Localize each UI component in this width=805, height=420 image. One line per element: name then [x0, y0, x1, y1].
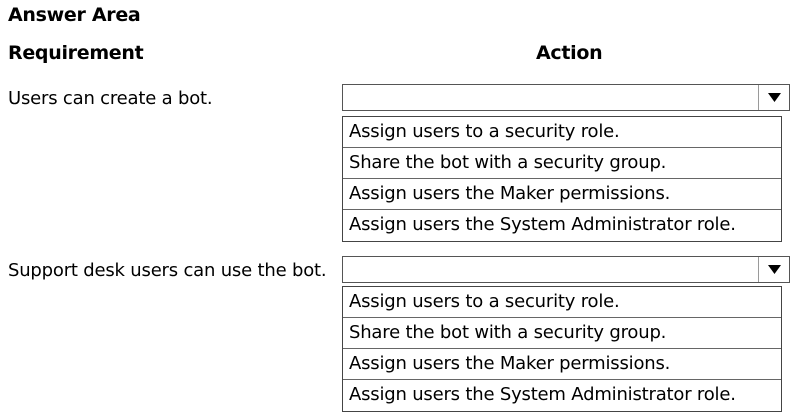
- action-option[interactable]: Assign users the System Administrator ro…: [349, 214, 736, 235]
- action-option[interactable]: Share the bot with a security group.: [343, 148, 781, 179]
- requirement-column-header: Requirement: [8, 42, 144, 64]
- chevron-down-icon: [767, 93, 781, 102]
- action-dropdown-2-toggle[interactable]: [758, 257, 789, 282]
- requirement-label-2: Support desk users can use the bot.: [8, 260, 327, 281]
- action-options-list-1: Assign users to a security role. Share t…: [342, 116, 782, 242]
- action-option[interactable]: Share the bot with a security group.: [343, 318, 781, 349]
- action-dropdown-2[interactable]: [342, 256, 790, 283]
- action-column-header: Action: [536, 42, 603, 64]
- action-option[interactable]: Assign users the System Administrator ro…: [349, 384, 736, 405]
- action-options-list-2: Assign users to a security role. Share t…: [342, 286, 782, 412]
- action-option[interactable]: Assign users to a security role.: [343, 287, 781, 318]
- action-option[interactable]: Assign users the Maker permissions.: [343, 349, 781, 380]
- chevron-down-icon: [767, 265, 781, 274]
- requirement-label-1: Users can create a bot.: [8, 88, 213, 109]
- answer-area-title: Answer Area: [8, 4, 141, 26]
- action-dropdown-1-toggle[interactable]: [758, 85, 789, 110]
- action-option[interactable]: Assign users the Maker permissions.: [343, 179, 781, 210]
- action-dropdown-1[interactable]: [342, 84, 790, 111]
- action-option[interactable]: Assign users to a security role.: [343, 117, 781, 148]
